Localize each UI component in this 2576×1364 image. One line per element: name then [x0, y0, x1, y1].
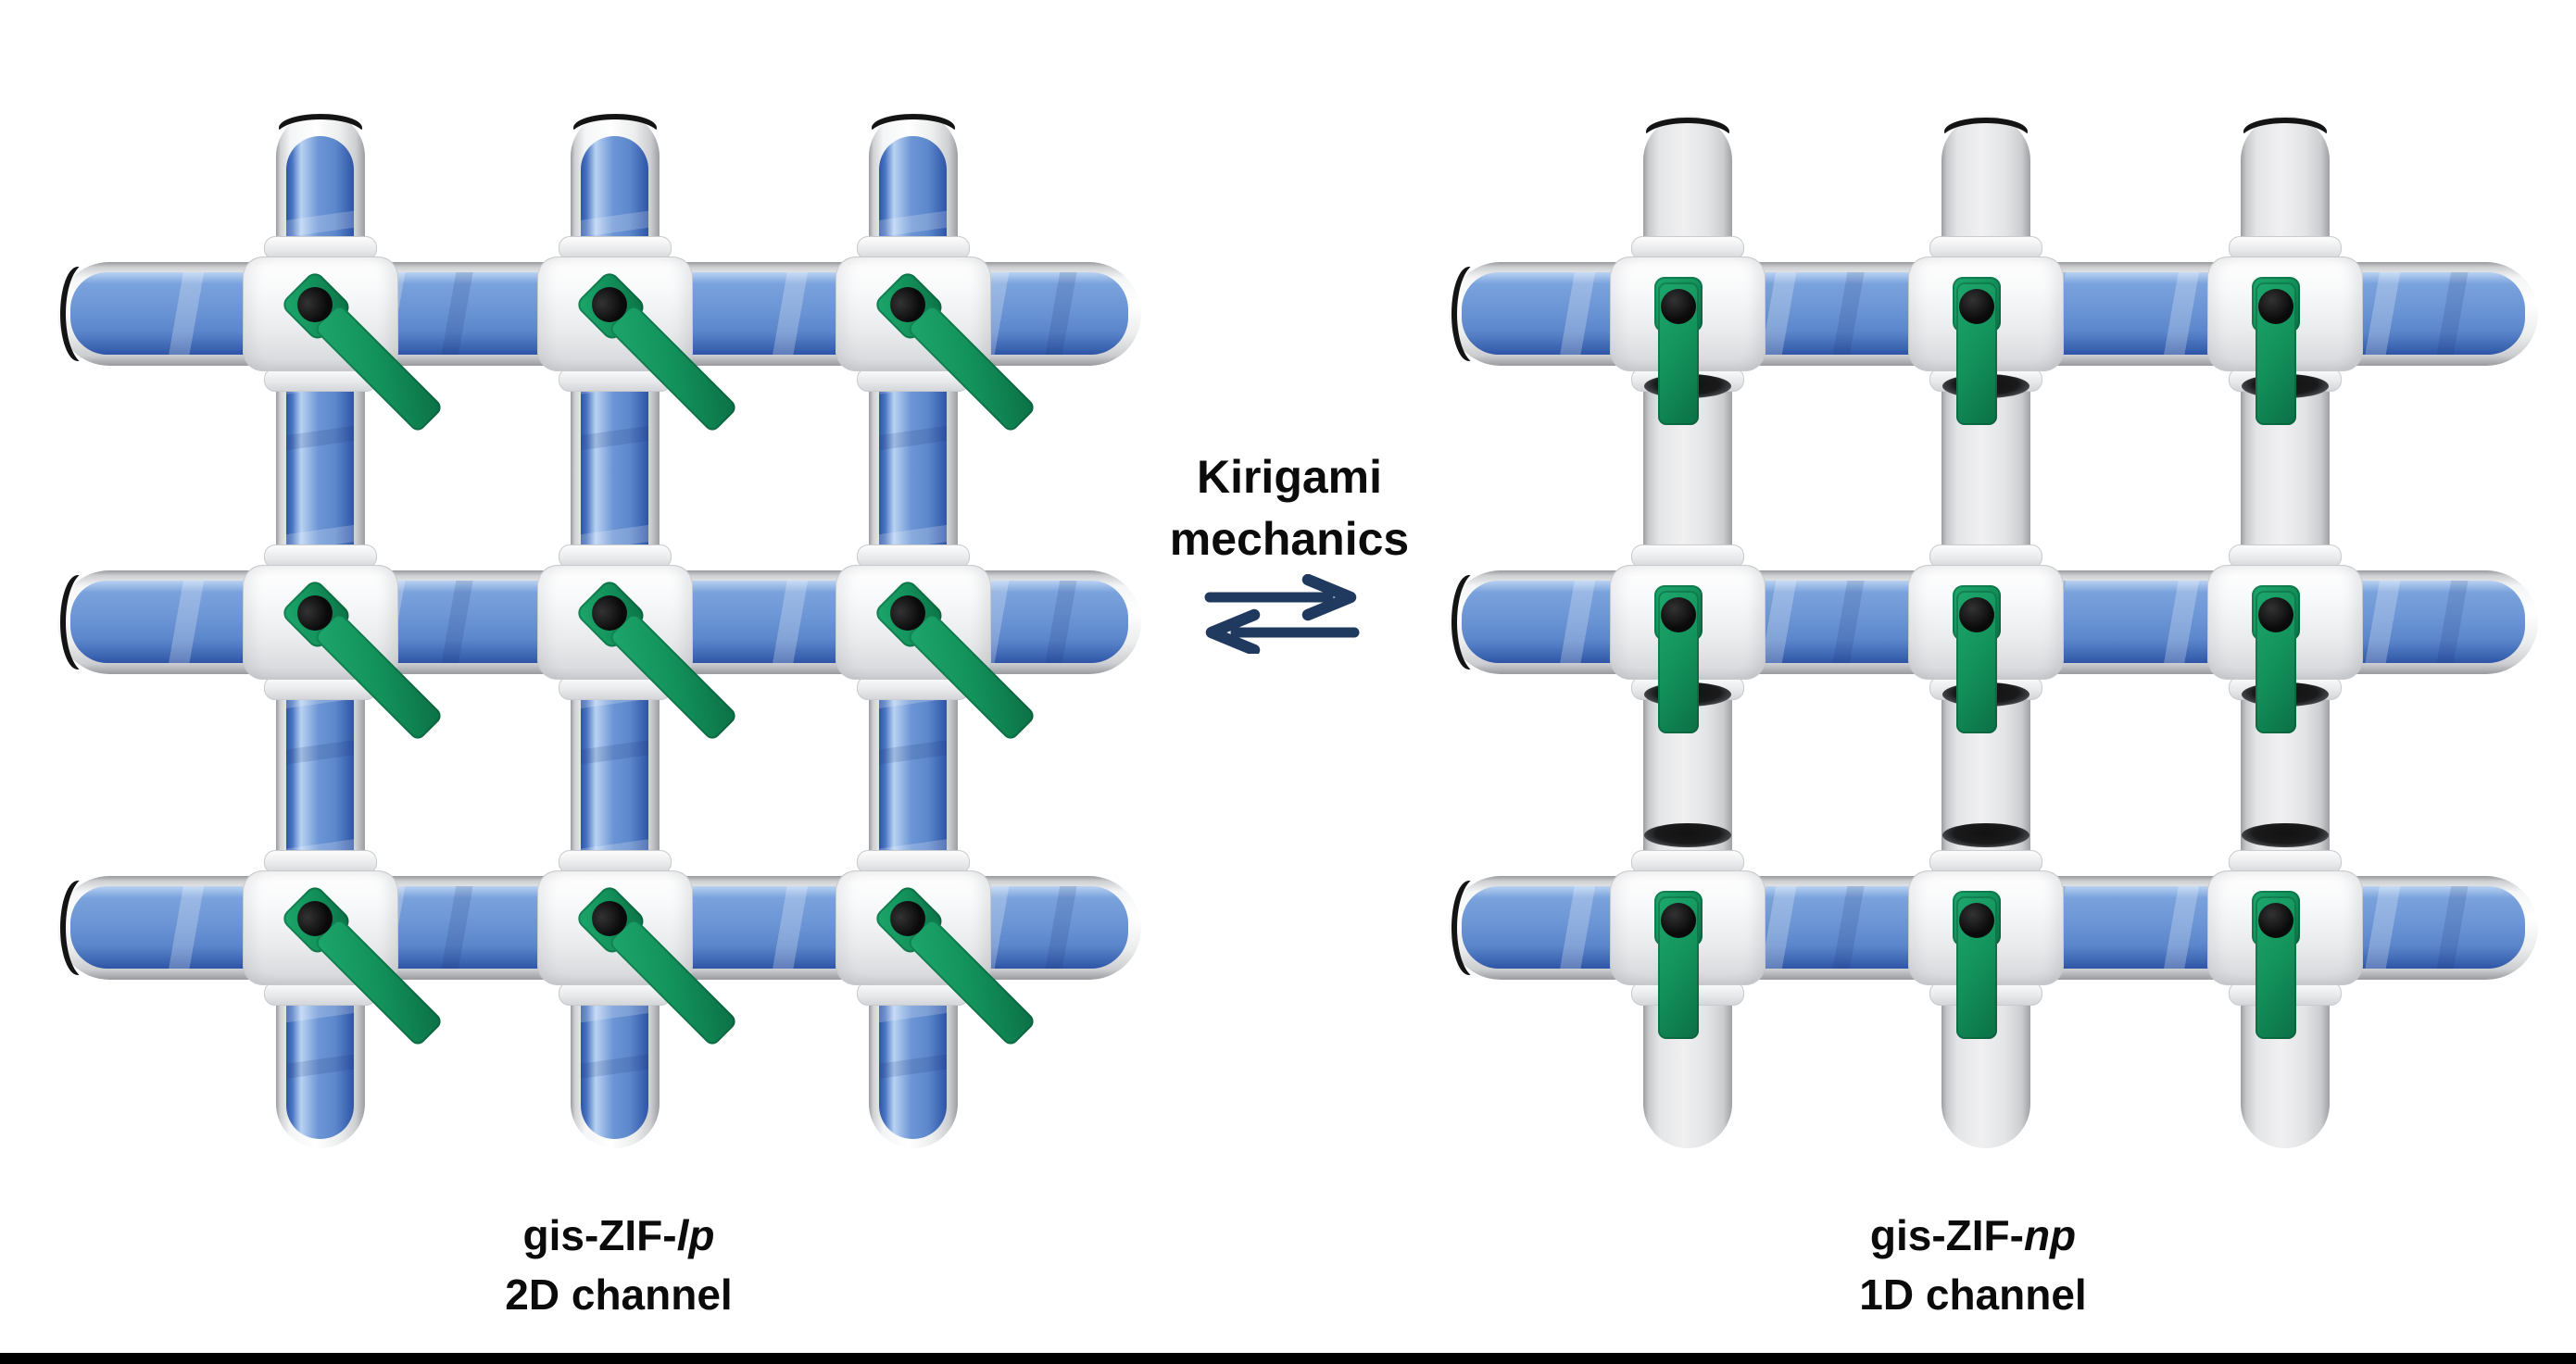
- bottom-border-bar: [0, 1353, 2576, 1364]
- junction-collar: [559, 544, 672, 569]
- junction-collar: [857, 544, 970, 569]
- valve-handle-closed: [1953, 585, 2001, 733]
- pipe-top-cap: [1944, 118, 2028, 145]
- pipe-end-cap: [60, 267, 95, 361]
- junction-collar: [559, 850, 672, 874]
- pipe-end-cap: [60, 575, 95, 669]
- valve-pivot-bolt: [2258, 597, 2293, 632]
- valve-handle-closed: [1654, 585, 1703, 733]
- pipe-top-cap: [2243, 118, 2327, 145]
- right-structure-name: gis-ZIF-np: [1649, 1206, 2297, 1265]
- pipe-end-cap: [1451, 575, 1487, 669]
- transformation-title: Kirigami mechanics: [1102, 446, 1476, 570]
- junction-collar: [1929, 544, 2042, 569]
- right-structure-name-italic: np: [2023, 1211, 2077, 1259]
- valve-handle-closed: [1654, 277, 1703, 425]
- right-structure-channel: 1D channel: [1859, 1270, 2087, 1319]
- junction-collar: [2229, 850, 2342, 874]
- pipe-end-cap: [1451, 881, 1487, 975]
- junction-collar: [857, 850, 970, 874]
- junction-collar: [1631, 236, 1744, 260]
- open-pipe-mouth: [1644, 823, 1731, 847]
- junction-collar: [1929, 236, 2042, 260]
- pipe-end-cap: [1451, 267, 1487, 361]
- valve-pivot-bolt: [1661, 597, 1696, 632]
- transformation-title-line1: Kirigami: [1196, 451, 1383, 503]
- right-structure-name-plain: gis-ZIF-: [1869, 1211, 2024, 1259]
- junction-collar: [1631, 544, 1744, 569]
- junction-collar: [857, 236, 970, 260]
- open-pipe-mouth: [1942, 823, 2029, 847]
- junction-collar: [1631, 850, 1744, 874]
- valve-handle-closed: [2252, 891, 2300, 1039]
- valve-pivot-bolt: [1959, 597, 1994, 632]
- junction-collar: [264, 544, 377, 569]
- valve-pivot-bolt: [1661, 903, 1696, 938]
- left-structure-channel: 2D channel: [505, 1270, 733, 1319]
- valve-pivot-bolt: [2258, 903, 2293, 938]
- valve-handle-closed: [2252, 277, 2300, 425]
- equilibrium-arrows-icon: [1204, 574, 1360, 654]
- left-structure-name-plain: gis-ZIF-: [522, 1211, 677, 1259]
- valve-handle-closed: [1953, 277, 2001, 425]
- pipe-end-cap: [60, 881, 95, 975]
- pipe-top-cap: [872, 114, 955, 142]
- junction-collar: [264, 236, 377, 260]
- left-structure-name-italic: lp: [676, 1211, 715, 1259]
- junction-collar: [2229, 236, 2342, 260]
- valve-handle-closed: [1654, 891, 1703, 1039]
- valve-pivot-bolt: [2258, 289, 2293, 324]
- valve-pivot-bolt: [1959, 903, 1994, 938]
- transformation-title-line2: mechanics: [1169, 513, 1410, 565]
- junction-collar: [2229, 544, 2342, 569]
- junction-collar: [264, 850, 377, 874]
- junction-collar: [559, 236, 672, 260]
- junction-collar: [1929, 850, 2042, 874]
- valve-pivot-bolt: [1661, 289, 1696, 324]
- valve-handle-closed: [1953, 891, 2001, 1039]
- pipe-top-cap: [279, 114, 362, 142]
- valve-pivot-bolt: [1959, 289, 1994, 324]
- open-pipe-mouth: [2242, 823, 2329, 847]
- pipe-top-cap: [1646, 118, 1729, 145]
- left-structure-label: gis-ZIF-lp 2D channel: [295, 1206, 943, 1324]
- pipe-top-cap: [573, 114, 657, 142]
- valve-handle-closed: [2252, 585, 2300, 733]
- left-structure-name: gis-ZIF-lp: [295, 1206, 943, 1265]
- right-structure-label: gis-ZIF-np 1D channel: [1649, 1206, 2297, 1324]
